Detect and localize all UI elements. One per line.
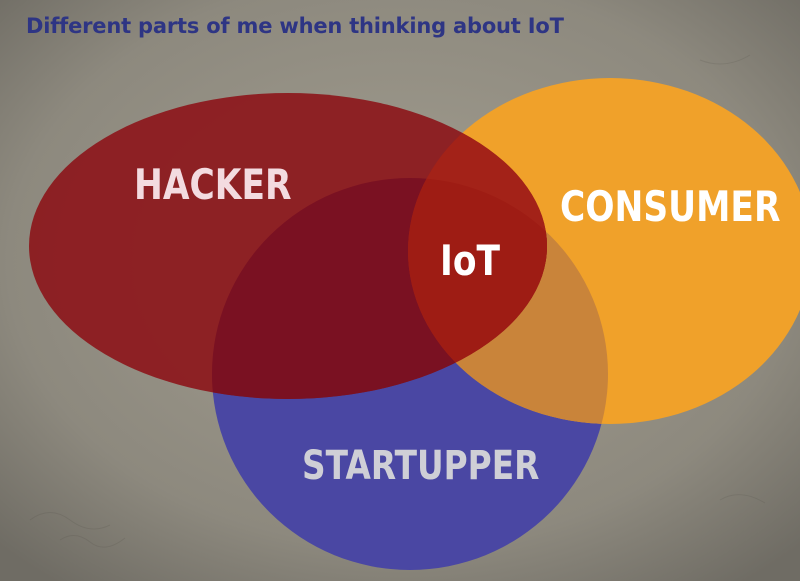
consumer-label: CONSUMER [560, 182, 781, 231]
paper-texture [29, 54, 766, 548]
diagram-title: Different parts of me when thinking abou… [26, 14, 564, 38]
iot-label: IoT [440, 236, 500, 285]
hacker-label: HACKER [134, 160, 292, 209]
startupper-label: STARTUPPER [302, 443, 540, 489]
